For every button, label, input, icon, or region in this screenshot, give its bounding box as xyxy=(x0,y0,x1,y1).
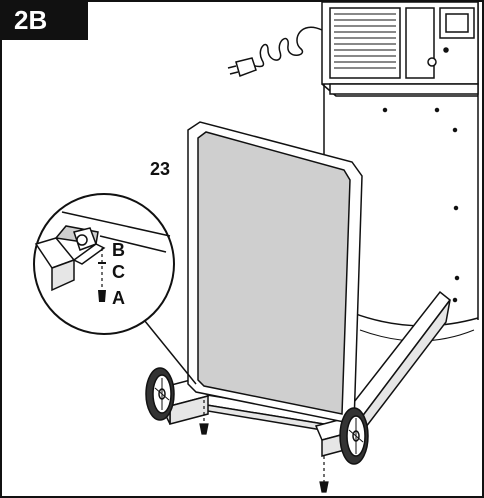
detail-leader-line xyxy=(135,309,197,385)
screw-icon xyxy=(199,400,209,435)
detail-magnifier xyxy=(33,193,175,335)
fastener-a-label: A xyxy=(112,288,125,308)
left-wheel xyxy=(145,367,175,421)
right-wheel xyxy=(339,407,369,465)
panel-part-23 xyxy=(187,121,363,425)
screw-icon xyxy=(319,456,329,493)
fastener-c-label: C xyxy=(112,262,125,282)
step-label: 2B xyxy=(14,4,48,35)
step-badge: 2B xyxy=(0,0,88,40)
plug-icon xyxy=(227,57,257,77)
fastener-b-label: B xyxy=(112,240,125,260)
vent-grille xyxy=(334,13,396,69)
part-number-label: 23 xyxy=(150,159,170,179)
control-unit xyxy=(321,1,479,97)
power-cord xyxy=(249,26,323,68)
